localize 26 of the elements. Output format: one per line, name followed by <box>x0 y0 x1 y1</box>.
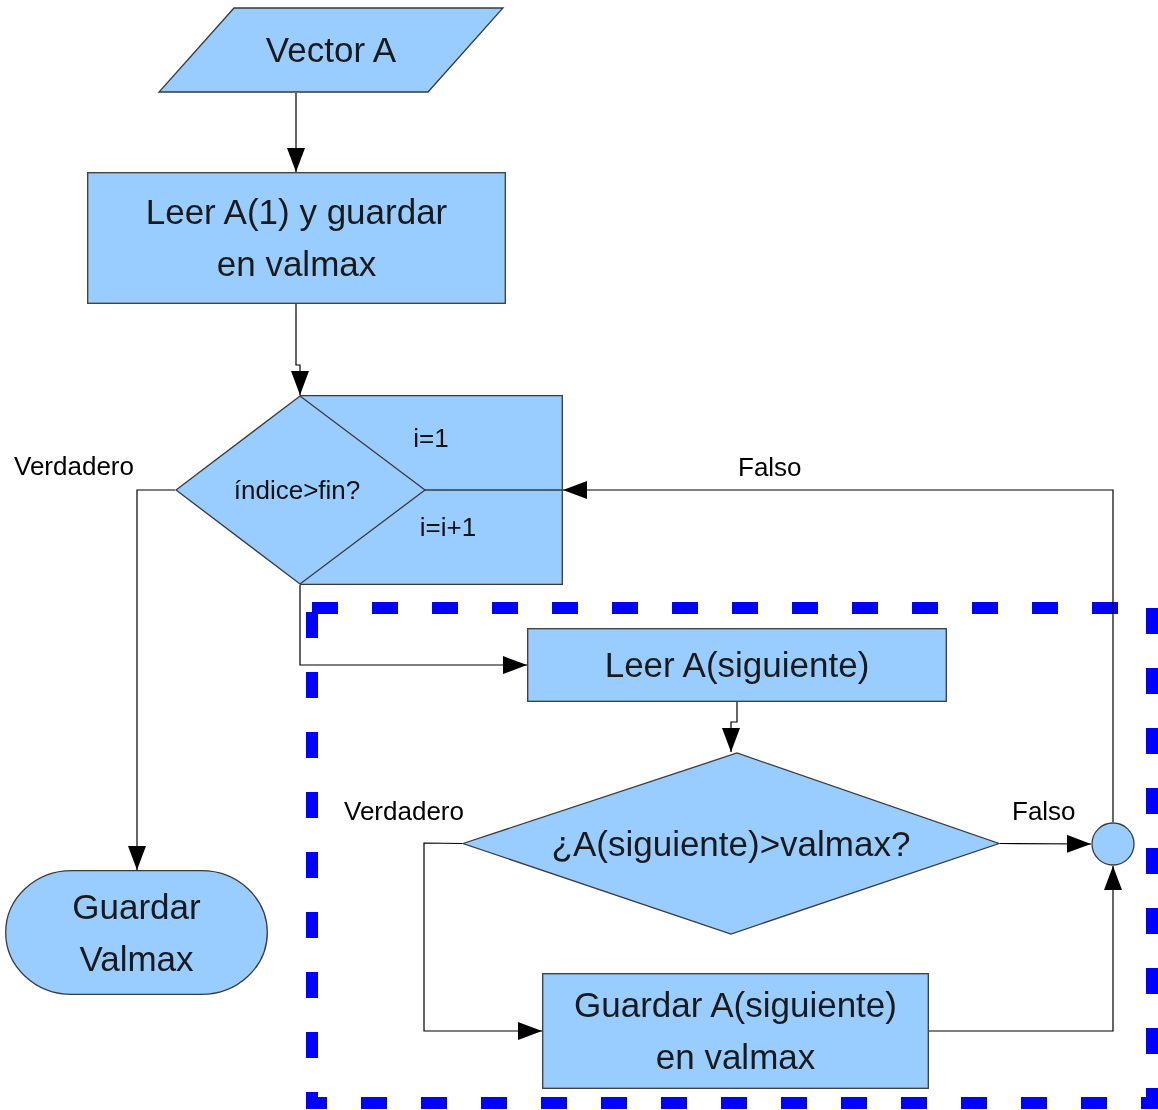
process-box <box>542 973 929 1089</box>
node-label: Guardar A(siguiente) en valmax <box>573 984 898 1078</box>
process-box <box>527 628 947 702</box>
arrow <box>423 842 543 1040</box>
node-label: i=1 <box>413 423 449 453</box>
node-label: ¿A(siguiente)>valmax? <box>551 822 911 865</box>
arrow <box>999 834 1092 853</box>
arrow <box>287 92 305 173</box>
arrow <box>928 865 1122 1032</box>
node-label: i=i+1 <box>419 512 477 542</box>
connector-circle <box>1091 822 1135 866</box>
node-label: Vector A <box>265 29 397 71</box>
node-label: Guardar Valmax <box>71 885 202 980</box>
process-box <box>87 172 506 304</box>
arrow <box>128 489 176 871</box>
input-parallelogram <box>158 7 504 93</box>
node-label: Leer A(1) y guardar en valmax <box>144 191 449 285</box>
dashed-region <box>306 602 1158 1109</box>
node-label: índice>fin? <box>233 475 361 505</box>
decision-diamond <box>462 752 1000 935</box>
arrow <box>562 481 1114 823</box>
arrow <box>299 584 528 674</box>
arrow <box>291 303 309 396</box>
arrow <box>722 701 740 753</box>
loop-symbol <box>175 395 563 585</box>
node-label: Leer A(siguiente) <box>604 644 870 686</box>
